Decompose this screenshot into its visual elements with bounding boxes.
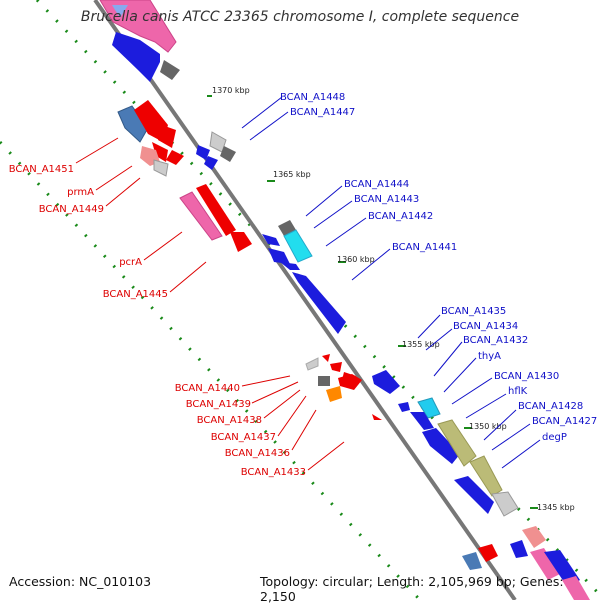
gene-label-thyA[interactable]: thyA xyxy=(478,351,501,362)
gene-label-BCAN_A1434[interactable]: BCAN_A1434 xyxy=(453,321,518,332)
kbp-tick-1345: 1345 kbp xyxy=(530,503,575,512)
gene-label-BCAN_A1440[interactable]: BCAN_A1440 xyxy=(175,383,240,394)
accession-label: Accession: NC_010103 xyxy=(9,574,152,589)
kbp-tick-1365: 1365 kbp xyxy=(267,170,311,182)
map-title: Brucella canis ATCC 23365 chromosome I, … xyxy=(80,9,520,25)
kbp-tick-1350: 1350 kbp xyxy=(464,422,507,431)
svg-text:1350 kbp: 1350 kbp xyxy=(469,422,507,431)
svg-text:1365 kbp: 1365 kbp xyxy=(273,170,311,179)
gene-label-degP[interactable]: degP xyxy=(542,432,567,443)
gene-label-BCAN_A1437[interactable]: BCAN_A1437 xyxy=(211,432,276,443)
gene-label-BCAN_A1441[interactable]: BCAN_A1441 xyxy=(392,242,457,253)
gene-label-pcrA[interactable]: pcrA xyxy=(119,257,142,268)
gene-label-BCAN_A1449[interactable]: BCAN_A1449 xyxy=(39,204,104,215)
gene-label-BCAN_A1451[interactable]: BCAN_A1451 xyxy=(9,164,74,175)
pcrA-cluster xyxy=(179,184,252,252)
gene-label-BCAN_A1428[interactable]: BCAN_A1428 xyxy=(518,401,583,412)
bottom-feature-group xyxy=(462,526,590,600)
svg-text:1345 kbp: 1345 kbp xyxy=(537,503,575,512)
upper-left-cluster xyxy=(117,100,184,177)
kbp-tick-1370: 1370 kbp xyxy=(207,86,250,97)
gene-label-BCAN_A1427[interactable]: BCAN_A1427 xyxy=(532,416,597,427)
gene-label-BCAN_A1445[interactable]: BCAN_A1445 xyxy=(103,289,168,300)
feature-group-1355 xyxy=(372,370,519,517)
feature-group-1440 xyxy=(305,354,382,420)
svg-text:1355 kbp: 1355 kbp xyxy=(402,340,440,349)
gene-label-BCAN_A1438[interactable]: BCAN_A1438 xyxy=(197,415,262,426)
gene-label-BCAN_A1433[interactable]: BCAN_A1433 xyxy=(241,467,306,478)
gene-label-BCAN_A1430[interactable]: BCAN_A1430 xyxy=(494,371,559,382)
reverse-labels xyxy=(75,137,345,471)
gene-label-BCAN_A1444[interactable]: BCAN_A1444 xyxy=(344,179,409,190)
kbp-tick-1360: 1360 kbp xyxy=(337,255,375,264)
gene-label-BCAN_A1439[interactable]: BCAN_A1439 xyxy=(186,399,251,410)
gene-label-BCAN_A1448[interactable]: BCAN_A1448 xyxy=(280,92,345,103)
feature-group-1370 xyxy=(196,131,236,170)
gene-label-BCAN_A1443[interactable]: BCAN_A1443 xyxy=(354,194,419,205)
gene-label-BCAN_A1435[interactable]: BCAN_A1435 xyxy=(441,306,506,317)
gene-label-BCAN_A1442[interactable]: BCAN_A1442 xyxy=(368,211,433,222)
backbone-line xyxy=(93,0,517,600)
forward-labels xyxy=(241,96,541,469)
gene-label-prmA[interactable]: prmA xyxy=(67,187,94,198)
top-feature-group xyxy=(99,0,180,82)
svg-text:1370 kbp: 1370 kbp xyxy=(212,86,250,95)
gene-label-BCAN_A1447[interactable]: BCAN_A1447 xyxy=(290,107,355,118)
gene-label-BCAN_A1432[interactable]: BCAN_A1432 xyxy=(463,335,528,346)
feature-group-1365 xyxy=(262,220,346,334)
kbp-tick-1355: 1355 kbp xyxy=(398,340,440,349)
gene-label-hflK[interactable]: hflK xyxy=(508,386,528,397)
gene-label-BCAN_A1436[interactable]: BCAN_A1436 xyxy=(225,448,290,459)
svg-text:1360 kbp: 1360 kbp xyxy=(337,255,375,264)
